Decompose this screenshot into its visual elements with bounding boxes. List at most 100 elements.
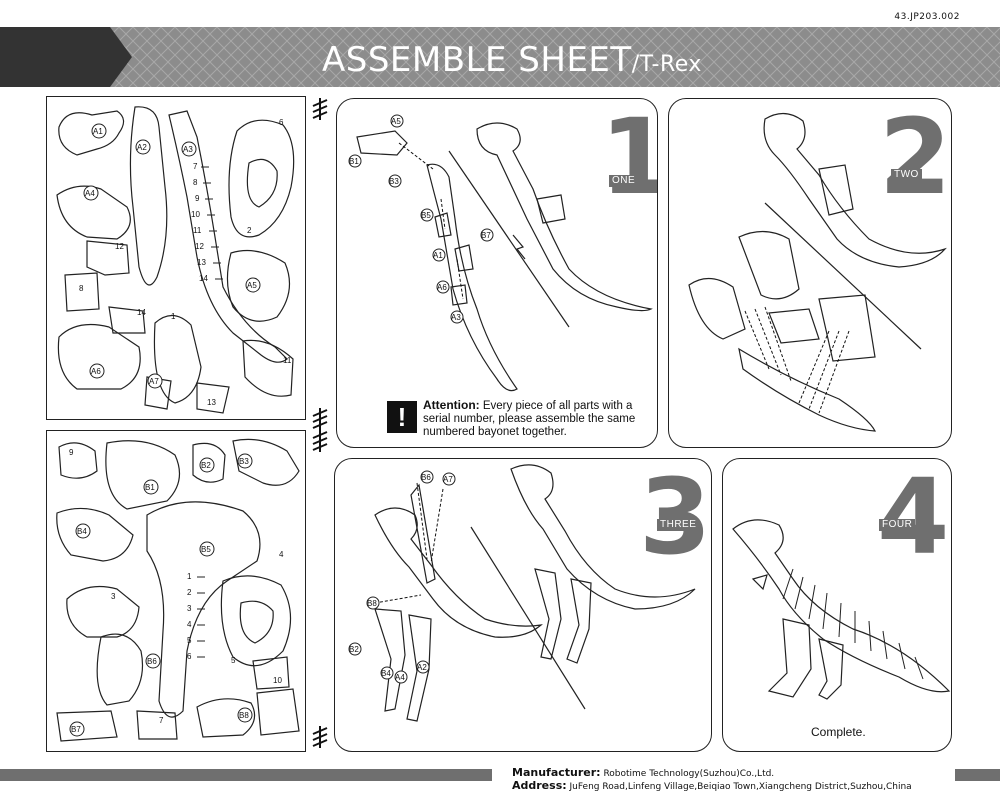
attention-icon: ! bbox=[387, 401, 417, 433]
part-label: 5 bbox=[231, 656, 236, 665]
callout-label: A2 bbox=[417, 663, 427, 672]
step-number: 3 bbox=[639, 458, 712, 578]
part-label: B4 bbox=[77, 527, 87, 536]
part-label: B3 bbox=[239, 457, 249, 466]
part-label: B2 bbox=[201, 461, 211, 470]
spine-number: 7 bbox=[193, 162, 198, 171]
manufacturer-value: Robotime Technology(Suzhou)Co.,Ltd. bbox=[603, 769, 775, 779]
step-number: 1 bbox=[600, 105, 657, 209]
address-label: Address: bbox=[512, 779, 567, 792]
part-label: 1 bbox=[171, 312, 176, 321]
part-label: 4 bbox=[279, 550, 284, 559]
callout-label: A6 bbox=[437, 283, 447, 292]
parts-sheet-a-drawing: A1 A2 A3 A4 A5 A6 A7 1 2 6 8 11 12 13 14… bbox=[56, 106, 295, 414]
callout-label: B4 bbox=[381, 669, 391, 678]
part-label: B1 bbox=[145, 483, 155, 492]
callout-label: A4 bbox=[395, 673, 405, 682]
callout-label: B6 bbox=[421, 473, 431, 482]
spine-number: 11 bbox=[193, 226, 202, 235]
step-4-diagram bbox=[732, 519, 951, 700]
spine-number: 13 bbox=[197, 258, 206, 267]
step-3-panel: B6 A7 B8 B2 B4 A4 A2 3 THREE bbox=[334, 458, 712, 752]
complete-caption: Complete. bbox=[811, 725, 866, 739]
part-label: 13 bbox=[207, 398, 216, 407]
binding-mark-icon bbox=[312, 408, 328, 430]
page-title: ASSEMBLE SHEET/T-Rex bbox=[322, 40, 702, 80]
spine-number: 5 bbox=[187, 636, 192, 645]
manufacturer-label: Manufacturer: bbox=[512, 766, 601, 779]
part-label: 8 bbox=[79, 284, 84, 293]
spine-number: 12 bbox=[195, 242, 204, 251]
part-label: 10 bbox=[273, 676, 282, 685]
callout-label: A3 bbox=[451, 313, 461, 322]
spine-number: 1 bbox=[187, 572, 192, 581]
part-label: B8 bbox=[239, 711, 249, 720]
title-main: ASSEMBLE SHEET bbox=[322, 40, 632, 80]
part-label: A6 bbox=[91, 367, 101, 376]
part-label: A5 bbox=[247, 281, 257, 290]
binding-mark-icon bbox=[312, 430, 328, 452]
part-label: A4 bbox=[85, 189, 95, 198]
binding-mark-icon bbox=[312, 98, 328, 120]
callout-label: B5 bbox=[421, 211, 431, 220]
step-label: ONE bbox=[609, 175, 639, 187]
part-label: 11 bbox=[283, 356, 292, 365]
step-4-panel: 4 FOUR Complete. bbox=[722, 458, 952, 752]
document-code: 43.JP203.002 bbox=[894, 12, 960, 22]
parts-sheet-a: A1 A2 A3 A4 A5 A6 A7 1 2 6 8 11 12 13 14… bbox=[46, 96, 306, 420]
step-label: TWO bbox=[891, 169, 922, 181]
callout-label: B2 bbox=[349, 645, 359, 654]
spine-number: 8 bbox=[193, 178, 198, 187]
callout-label: B3 bbox=[389, 177, 399, 186]
callout-label: A5 bbox=[391, 117, 401, 126]
part-label: B6 bbox=[147, 657, 157, 666]
attention-text: Every piece of all parts with a serial n… bbox=[423, 400, 636, 438]
parts-sheet-b-drawing: B1 B2 B3 B4 B5 B6 B7 B8 3 4 5 7 9 10 1 2… bbox=[56, 438, 300, 742]
callout-label: B1 bbox=[349, 157, 359, 166]
address-value: JuFeng Road,Linfeng Village,Beiqiao Town… bbox=[569, 782, 912, 792]
spine-number: 6 bbox=[187, 652, 192, 661]
step-3-diagram: B6 A7 B8 B2 B4 A4 A2 bbox=[348, 464, 696, 722]
title-subtitle: /T-Rex bbox=[631, 52, 702, 77]
part-label: A2 bbox=[137, 143, 147, 152]
step-number: 4 bbox=[877, 458, 950, 578]
part-label: A3 bbox=[183, 145, 193, 154]
part-label: 2 bbox=[247, 226, 252, 235]
step-2-diagram bbox=[688, 112, 947, 432]
spine-number: 14 bbox=[199, 274, 208, 283]
parts-sheet-a-labels: A1 A2 A3 A4 A5 A6 A7 1 2 6 8 11 12 13 14… bbox=[79, 118, 292, 407]
part-label: B7 bbox=[71, 725, 81, 734]
part-label: 9 bbox=[69, 448, 74, 457]
spine-number: 2 bbox=[187, 588, 192, 597]
callout-label: B8 bbox=[367, 599, 377, 608]
callout-label: A1 bbox=[433, 251, 443, 260]
part-label: A1 bbox=[93, 127, 103, 136]
part-label: 12 bbox=[115, 242, 124, 251]
step-label: THREE bbox=[657, 519, 700, 531]
step-1-callouts: A5 B1 B3 B5 B7 A1 A6 A3 bbox=[348, 114, 494, 324]
step-3-callouts: B6 A7 B8 B2 B4 A4 A2 bbox=[348, 470, 456, 684]
part-label: B5 bbox=[201, 545, 211, 554]
spine-number: 10 bbox=[191, 210, 200, 219]
spine-number: 9 bbox=[195, 194, 200, 203]
parts-sheet-b-labels: B1 B2 B3 B4 B5 B6 B7 B8 3 4 5 7 9 10 1 2… bbox=[69, 448, 284, 737]
footer-bar bbox=[955, 769, 1000, 781]
callout-label: A7 bbox=[443, 475, 453, 484]
part-label: 6 bbox=[279, 118, 284, 127]
part-label: 14 bbox=[137, 308, 146, 317]
spine-number: 4 bbox=[187, 620, 192, 629]
step-1-diagram: A5 B1 B3 B5 B7 A1 A6 A3 bbox=[348, 114, 653, 392]
parts-sheet-b: B1 B2 B3 B4 B5 B6 B7 B8 3 4 5 7 9 10 1 2… bbox=[46, 430, 306, 752]
step-number: 2 bbox=[879, 98, 952, 218]
part-label: 3 bbox=[111, 592, 116, 601]
attention-note: Attention: Every piece of all parts with… bbox=[423, 399, 651, 439]
footer-info: Manufacturer: Robotime Technology(Suzhou… bbox=[512, 767, 912, 793]
binding-mark-icon bbox=[312, 726, 328, 748]
callout-label: B7 bbox=[481, 231, 491, 240]
title-banner bbox=[0, 27, 1000, 87]
part-label: A7 bbox=[149, 377, 159, 386]
step-2-panel: 2 TWO bbox=[668, 98, 952, 448]
spine-number: 3 bbox=[187, 604, 192, 613]
footer-bar bbox=[0, 769, 492, 781]
step-label: FOUR bbox=[879, 519, 916, 531]
